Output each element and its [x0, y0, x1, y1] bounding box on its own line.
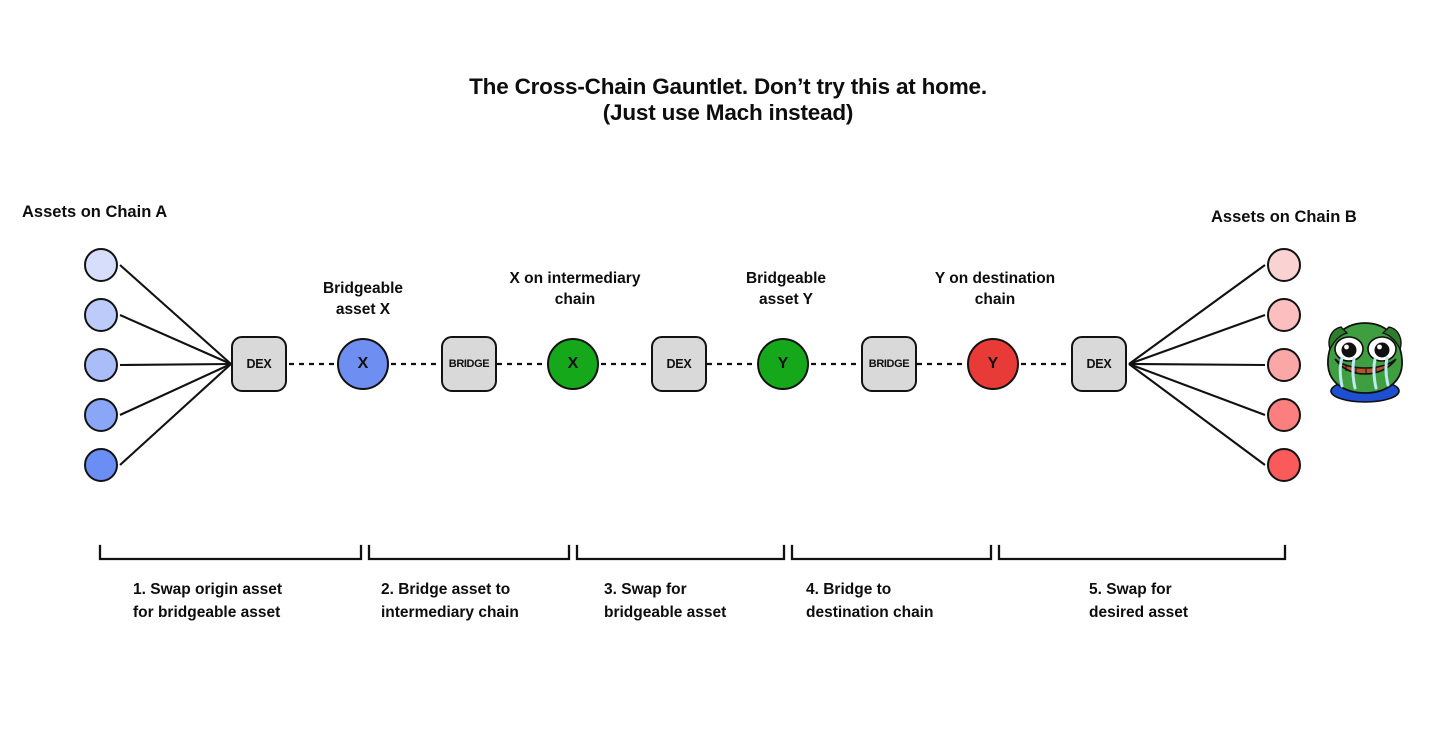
asset-a-3[interactable] — [84, 348, 118, 382]
node-bridge-1[interactable]: BRIDGE — [441, 336, 497, 392]
crying-pepe-icon — [1327, 322, 1403, 403]
step-brackets — [98, 544, 1287, 561]
node-bridge-2[interactable]: BRIDGE — [861, 336, 917, 392]
caption-bridgeable-asset-y: Bridgeable asset Y — [745, 270, 827, 308]
caption-x-on-intermediary: X on intermediary chain — [509, 270, 641, 308]
caption-bridgeable-asset-x: Bridgeable asset X — [322, 280, 404, 318]
node-dex-2[interactable]: DEX — [651, 336, 707, 392]
step-caption-4: 4. Bridge to destination chain — [806, 581, 934, 621]
asset-b-2[interactable] — [1267, 298, 1301, 332]
caption-y-on-destination: Y on destination chain — [934, 270, 1056, 308]
step-caption-1: 1. Swap origin asset for bridgeable asse… — [133, 581, 283, 621]
node-token-x-a[interactable]: X — [337, 338, 389, 390]
title-line-2: (Just use Mach instead) — [602, 100, 854, 125]
asset-a-2[interactable] — [84, 298, 118, 332]
asset-b-1[interactable] — [1267, 248, 1301, 282]
step-caption-3: 3. Swap for bridgeable asset — [604, 581, 727, 621]
chain-b-heading: Assets on Chain B — [1211, 208, 1357, 226]
title-line-1: The Cross-Chain Gauntlet. Don’t try this… — [469, 74, 987, 99]
asset-b-4[interactable] — [1267, 398, 1301, 432]
asset-b-3[interactable] — [1267, 348, 1301, 382]
node-token-y-i[interactable]: Y — [757, 338, 809, 390]
asset-a-1[interactable] — [84, 248, 118, 282]
fan-out-lines-chain-b — [1128, 264, 1266, 466]
step-caption-2: 2. Bridge asset to intermediary chain — [381, 581, 519, 621]
asset-a-4[interactable] — [84, 398, 118, 432]
step-caption-5: 5. Swap for desired asset — [1089, 581, 1189, 621]
fan-in-lines-chain-a — [119, 264, 232, 466]
chain-a-heading: Assets on Chain A — [22, 203, 168, 221]
asset-b-5[interactable] — [1267, 448, 1301, 482]
node-dex-1[interactable]: DEX — [231, 336, 287, 392]
node-dex-3[interactable]: DEX — [1071, 336, 1127, 392]
node-token-x-i[interactable]: X — [547, 338, 599, 390]
node-token-y-d[interactable]: Y — [967, 338, 1019, 390]
asset-a-5[interactable] — [84, 448, 118, 482]
page-title: The Cross-Chain Gauntlet. Don’t try this… — [0, 74, 1456, 126]
